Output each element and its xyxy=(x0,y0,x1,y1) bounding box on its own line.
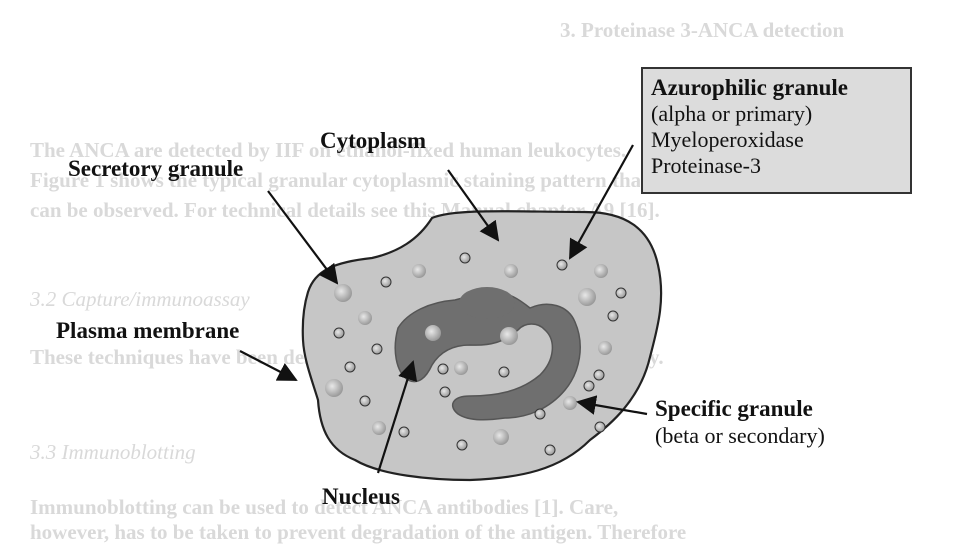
granule xyxy=(438,364,448,374)
granule xyxy=(460,253,470,263)
granule xyxy=(594,264,608,278)
azurophilic-item-myeloperoxidase: Myeloperoxidase xyxy=(651,127,910,153)
azurophilic-granule-sub: (alpha or primary) xyxy=(651,101,910,127)
granule xyxy=(381,277,391,287)
azurophilic-item-proteinase-3: Proteinase-3 xyxy=(651,153,910,179)
granule xyxy=(595,422,605,432)
arrow-secretory-granule xyxy=(268,191,337,283)
granule xyxy=(504,264,518,278)
granule xyxy=(360,396,370,406)
label-cytoplasm: Cytoplasm xyxy=(320,128,426,154)
granule xyxy=(499,367,509,377)
granule xyxy=(399,427,409,437)
label-secretory-granule: Secretory granule xyxy=(68,156,243,182)
granule xyxy=(325,379,343,397)
arrow-plasma-membrane xyxy=(240,351,296,380)
granule xyxy=(358,311,372,325)
granule xyxy=(334,328,344,338)
granule xyxy=(594,370,604,380)
granule xyxy=(412,264,426,278)
granule xyxy=(578,288,596,306)
label-specific-granule-sub: (beta or secondary) xyxy=(655,423,825,449)
granule xyxy=(563,396,577,410)
granule xyxy=(334,284,352,302)
granule xyxy=(372,344,382,354)
granule xyxy=(457,440,467,450)
granule xyxy=(557,260,567,270)
label-specific-granule: Specific granule xyxy=(655,396,813,422)
granule xyxy=(598,341,612,355)
granule xyxy=(608,311,618,321)
granule xyxy=(616,288,626,298)
azurophilic-granule-title: Azurophilic granule xyxy=(651,75,910,101)
granule xyxy=(440,387,450,397)
azurophilic-granule-box: Azurophilic granule (alpha or primary) M… xyxy=(641,67,912,194)
granule xyxy=(545,445,555,455)
granule xyxy=(425,325,441,341)
granule xyxy=(345,362,355,372)
granule xyxy=(500,327,518,345)
label-plasma-membrane: Plasma membrane xyxy=(56,318,239,344)
nucleus-lobe xyxy=(459,287,515,319)
granule xyxy=(493,429,509,445)
granule xyxy=(454,361,468,375)
granule xyxy=(584,381,594,391)
granule xyxy=(372,421,386,435)
label-nucleus: Nucleus xyxy=(322,484,400,510)
granule xyxy=(535,409,545,419)
